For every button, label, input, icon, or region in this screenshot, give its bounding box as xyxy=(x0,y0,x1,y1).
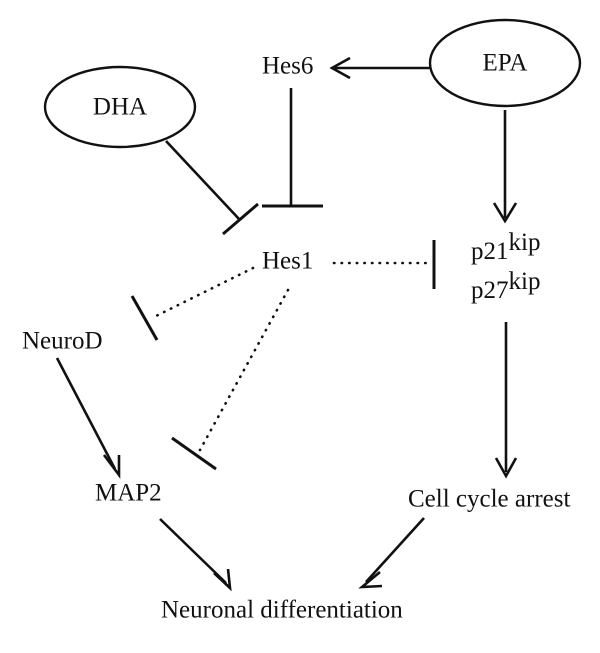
neurod-label: NeuroD xyxy=(22,328,103,355)
edge-neurod-to-map2 xyxy=(55,357,121,479)
p27-superscript: kip xyxy=(509,268,541,295)
edge-p21p27-to-cell-cycle-arrest xyxy=(494,322,518,479)
edge-map2-to-neuronal-differentiation xyxy=(159,518,232,592)
epa-label: EPA xyxy=(483,50,528,77)
p21-superscript: kip xyxy=(509,229,541,256)
edge-cell-cycle-arrest-to-neuronal-differentiation xyxy=(358,517,425,589)
dha-ellipse xyxy=(43,65,197,149)
edge-epa-to-hes6 xyxy=(329,56,430,80)
node-dha[interactable]: DHA xyxy=(43,65,197,149)
p21-label: p21kip xyxy=(471,229,540,265)
cell-cycle-arrest-label: Cell cycle arrest xyxy=(408,486,570,513)
epa-ellipse xyxy=(428,18,582,108)
node-p27[interactable]: p27kip xyxy=(471,268,540,304)
hes6-label: Hes6 xyxy=(262,53,313,80)
edge-hes1-inhibits-map2 xyxy=(171,288,290,471)
edge-hes1-inhibits-neurod xyxy=(130,266,255,341)
node-hes1[interactable]: Hes1 xyxy=(262,248,313,275)
node-neurod[interactable]: NeuroD xyxy=(22,328,103,355)
hes1-label: Hes1 xyxy=(262,248,313,275)
p27-base: p27 xyxy=(471,277,509,304)
node-hes6[interactable]: Hes6 xyxy=(262,53,313,80)
node-neuronal-differentiation[interactable]: Neuronal differentiation xyxy=(161,597,403,624)
neuronal-differentiation-label: Neuronal differentiation xyxy=(161,597,403,624)
edge-hes1-inhibits-p21p27 xyxy=(332,240,436,289)
dha-label: DHA xyxy=(93,94,147,121)
node-cell-cycle-arrest[interactable]: Cell cycle arrest xyxy=(408,486,570,513)
p21-base: p21 xyxy=(471,238,509,265)
node-p21[interactable]: p21kip xyxy=(471,229,540,265)
node-map2[interactable]: MAP2 xyxy=(95,480,162,507)
edge-epa-to-p21p27 xyxy=(492,110,518,224)
map2-label: MAP2 xyxy=(95,480,162,507)
p27-label: p27kip xyxy=(471,268,540,304)
node-epa[interactable]: EPA xyxy=(428,18,582,108)
edge-dha-inhibits-hes1 xyxy=(165,140,259,236)
edge-hes6-inhibits-hes1 xyxy=(262,88,323,208)
